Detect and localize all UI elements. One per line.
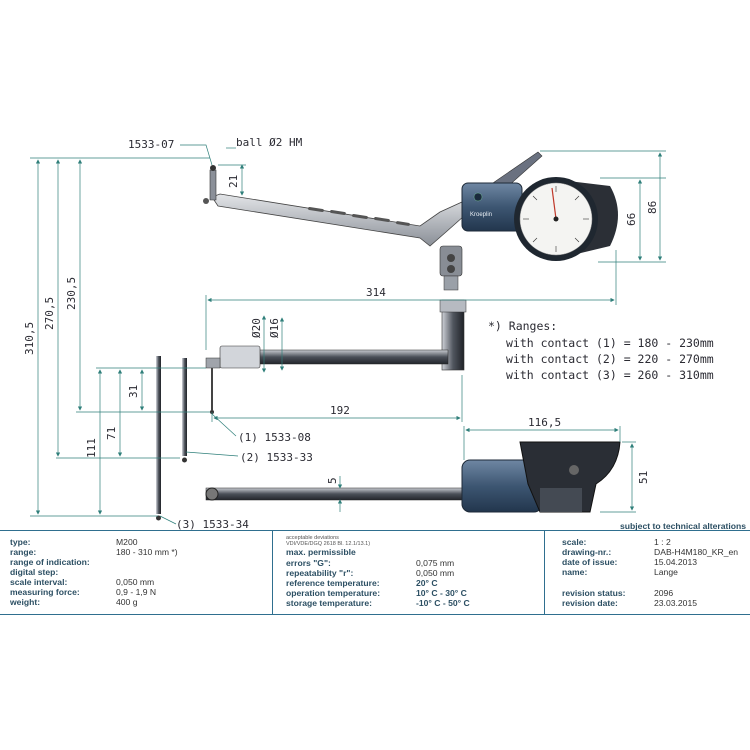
dim-66: 66 [625,213,638,226]
top-view: Kroeplin [203,151,618,291]
dim-71: 71 [105,427,118,440]
dim-314: 314 [366,286,386,299]
errors-label: errors "G": [286,558,331,568]
dim-o16: Ø16 [268,318,281,338]
label-tip-ref: 1533-07 [128,138,174,151]
scale-interval-value: 0,050 mm [116,577,155,587]
dial-needle [551,187,557,220]
deviations-column: acceptable deviations VDI/VDE/DGQ 2618 B… [272,531,545,614]
measuring-arm [211,193,465,247]
storage-temp-label: storage temperature: [286,598,372,608]
scale-label: scale: [562,537,587,547]
dim-310-5: 310,5 [23,322,36,355]
storage-temp-value: -10° C - 50° C [416,598,470,608]
type-value: M200 [116,537,138,547]
range-label: range: [10,547,37,557]
op-temp-label: operation temperature: [286,588,381,598]
dim-230-5: 230,5 [65,277,78,310]
range-value: 180 - 310 mm *) [116,547,178,557]
ref-temp-label: reference temperature: [286,578,380,588]
dimension-lines [30,144,666,525]
side-arm [205,487,469,501]
op-temp-value: 10° C - 30° C [416,588,467,598]
repeatability-label: repeatability "r": [286,568,354,578]
contact-rod-3 [156,356,161,514]
weight-value: 400 g [116,597,138,607]
deviations-note-1: acceptable deviations [286,535,339,541]
drawing-info-column: scale: 1 : 2 drawing-nr.: DAB-H4M180_KR_… [544,531,750,614]
dim-31: 31 [127,385,140,398]
force-label: measuring force: [10,587,80,597]
label-ball: ball Ø2 HM [236,136,303,149]
dim-5: 5 [326,477,339,484]
revision-status-label: revision status: [562,588,626,598]
label-contact-1: (1) 1533-08 [238,431,311,444]
bottom-view [205,441,621,513]
dim-o20: Ø20 [250,318,263,338]
middle-view [156,299,467,521]
label-contact-3: (3) 1533-34 [176,518,249,530]
drawing-nr-value: DAB-H4M180_KR_en [654,547,739,557]
range-contact-2: with contact (2) = 220 - 270mm [506,352,714,366]
scale-value: 1 : 2 [654,537,671,547]
revision-status-value: 2096 [654,588,674,598]
brand-logo: Kroeplin [470,212,492,218]
dim-192: 192 [330,404,350,417]
type-label: type: [10,537,31,547]
horizontal-rod [257,349,449,365]
dim-111: 111 [85,438,98,458]
errors-value: 0,075 mm [416,558,455,568]
name-label: name: [562,567,588,577]
issue-date-label: date of issue: [562,557,618,567]
ref-temp-value: 20° C [416,578,438,588]
dim-116-5: 116,5 [528,416,561,429]
range-contact-1: with contact (1) = 180 - 230mm [506,336,714,350]
revision-date-value: 23.03.2015 [654,598,698,608]
deviations-heading: max. permissible [286,547,356,557]
issue-date-value: 15.04.2013 [654,557,698,567]
revision-date-label: revision date: [562,598,618,608]
dim-270-5: 270,5 [43,297,56,330]
label-contact-2: (2) 1533-33 [240,451,313,464]
scale-interval-label: scale interval: [10,577,68,587]
name-value: Lange [654,567,678,577]
ranges-title: *) Ranges: [488,319,557,333]
weight-label: weight: [10,597,41,607]
gauge-body [461,182,523,232]
subject-note: subject to technical alterations [620,521,747,531]
repeatability-value: 0,050 mm [416,568,455,578]
dim-86: 86 [646,201,659,214]
digital-step-label: digital step: [10,567,59,577]
force-value: 0,9 - 1,9 N [116,587,157,597]
indication-label: range of indication: [10,557,90,567]
dim-21: 21 [227,175,240,188]
contact-rod-2 [182,358,187,456]
title-block: type: M200 range: 180 - 310 mm *) range … [0,530,750,615]
drawing-nr-label: drawing-nr.: [562,547,612,557]
rod-holder [219,345,261,369]
range-contact-3: with contact (3) = 260 - 310mm [506,368,714,382]
dim-51: 51 [637,471,650,484]
contact-tip [209,169,217,201]
deviations-note-2: VDI/VDE/DGQ 2618 Bl. 12.1/13.1) [286,541,371,547]
specs-column: type: M200 range: 180 - 310 mm *) range … [0,531,273,614]
technical-drawing: Kroeplin [23,136,714,530]
